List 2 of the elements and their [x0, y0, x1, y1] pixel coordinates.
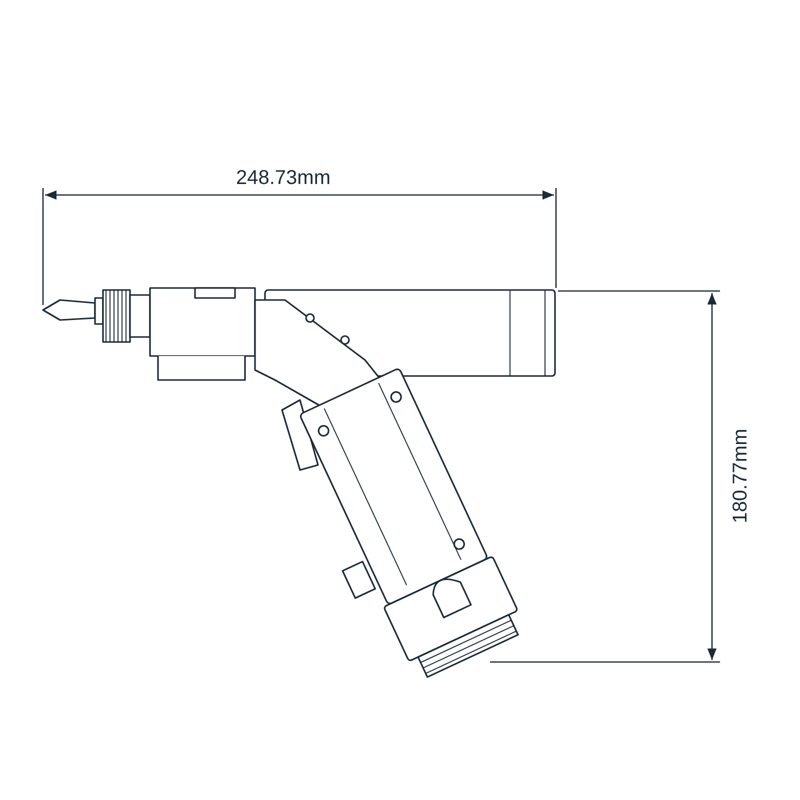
dimension-value: 180.77mm	[730, 428, 750, 524]
dimension-value: 248.73mm	[236, 168, 330, 188]
